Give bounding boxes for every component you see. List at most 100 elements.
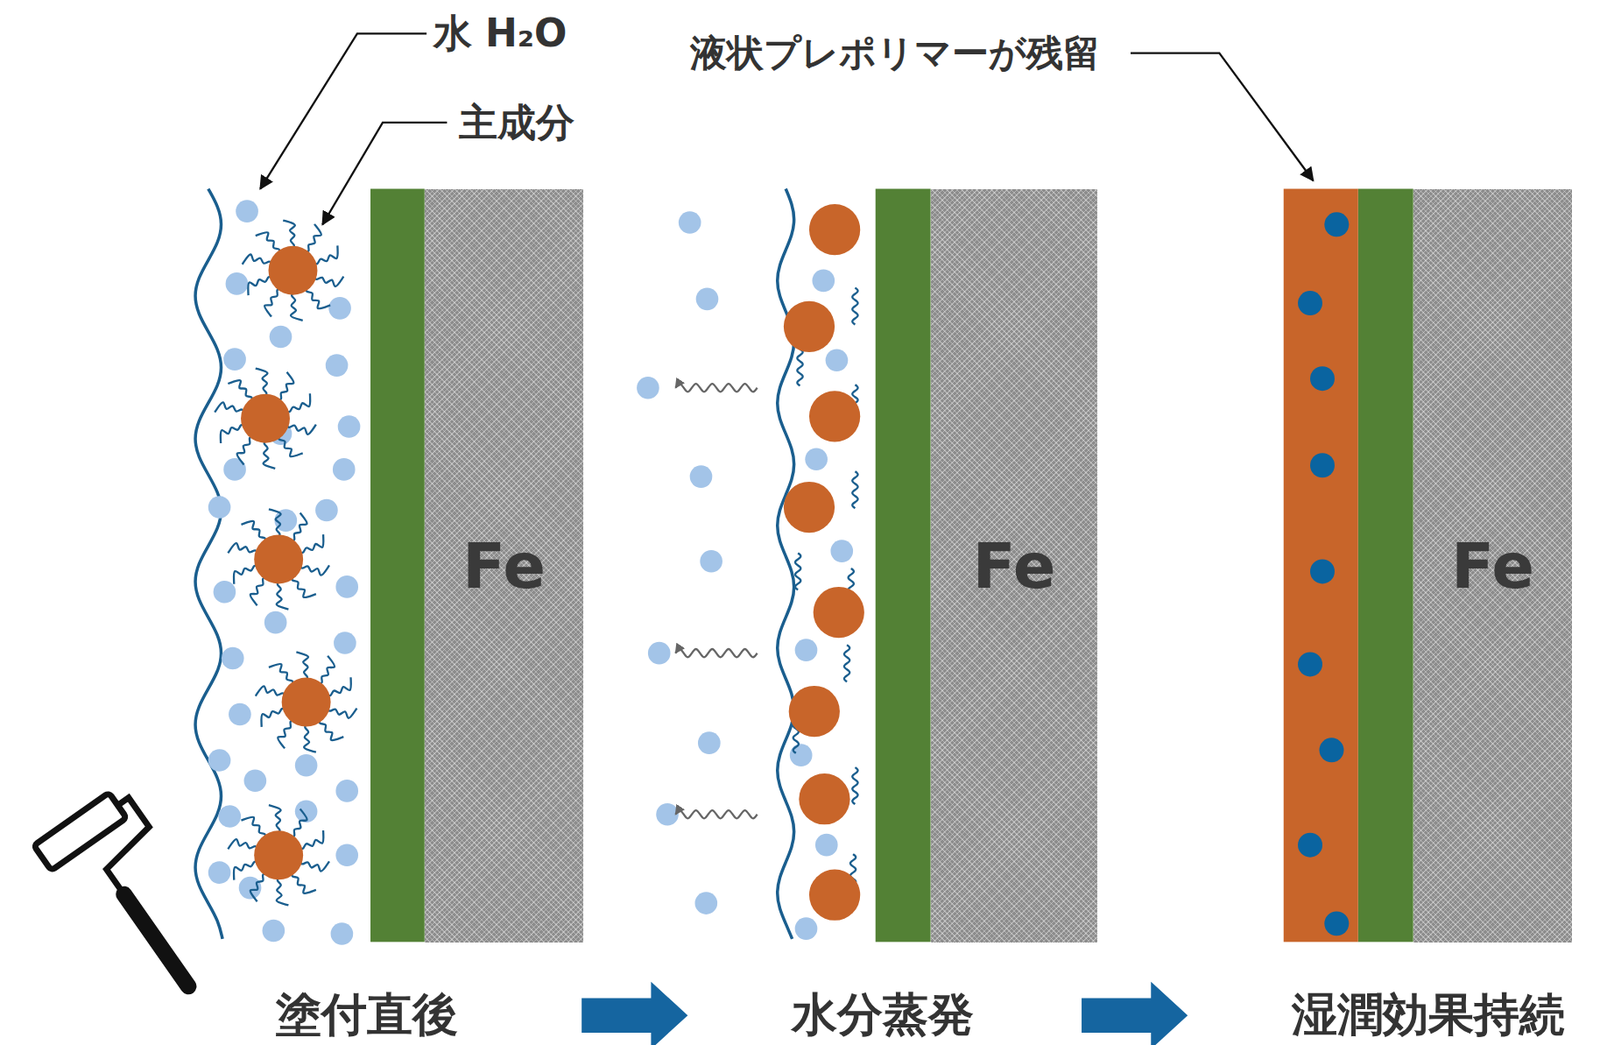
water-molecule bbox=[1297, 832, 1323, 858]
water-molecule bbox=[795, 638, 818, 662]
callout-label: 主成分 bbox=[458, 101, 575, 144]
water-molecule bbox=[223, 347, 247, 371]
water-molecule bbox=[208, 748, 232, 772]
polymer-chain bbox=[296, 651, 309, 682]
substrate-block: Fe bbox=[424, 189, 584, 943]
process-arrow bbox=[1081, 981, 1188, 1045]
primer-layer bbox=[1358, 189, 1414, 943]
main-component bbox=[281, 677, 332, 727]
polymer-chain bbox=[255, 368, 268, 399]
water-molecule bbox=[221, 647, 245, 670]
evaporation-arrow bbox=[675, 383, 757, 392]
primer-layer bbox=[370, 189, 425, 943]
water-molecule bbox=[690, 465, 713, 488]
metal-symbol: Fe bbox=[1451, 528, 1535, 603]
polymer-chain bbox=[285, 420, 317, 434]
polymer-chain bbox=[301, 224, 322, 253]
substrate-block: Fe bbox=[930, 189, 1098, 943]
polymer-chain bbox=[242, 253, 274, 268]
water-molecule bbox=[1324, 211, 1349, 237]
water-molecule bbox=[218, 804, 241, 828]
water-molecule bbox=[1319, 737, 1345, 762]
water-molecule bbox=[262, 919, 286, 943]
main-component bbox=[783, 481, 835, 533]
water-molecule bbox=[655, 803, 679, 826]
main-component bbox=[798, 773, 850, 825]
main-component bbox=[809, 869, 860, 921]
polymer-chain bbox=[326, 704, 358, 718]
polymer-chain bbox=[852, 471, 858, 508]
polymer-chain bbox=[263, 438, 276, 469]
evaporation-arrow bbox=[675, 810, 757, 818]
water-molecule bbox=[325, 353, 349, 377]
water-molecule bbox=[697, 731, 721, 755]
water-molecule bbox=[338, 415, 361, 438]
stage-label: 塗付直後 bbox=[275, 989, 459, 1040]
callout-label: 水 H₂O bbox=[433, 12, 568, 55]
polymer-chain bbox=[796, 348, 803, 386]
water-molecule bbox=[208, 495, 232, 519]
water-molecule bbox=[1310, 366, 1335, 391]
main-component bbox=[783, 301, 835, 353]
polymer-chain bbox=[255, 685, 287, 699]
polymer-chain bbox=[282, 220, 296, 251]
main-component bbox=[789, 685, 840, 737]
evaporation-arrow bbox=[675, 648, 757, 657]
water-molecule bbox=[699, 549, 723, 573]
stage-label: 水分蒸発 bbox=[791, 989, 974, 1040]
substrate-block: Fe bbox=[1413, 189, 1572, 943]
water-molecule bbox=[648, 641, 671, 665]
main-component bbox=[253, 534, 304, 584]
water-molecule bbox=[1310, 558, 1335, 584]
water-molecule bbox=[331, 922, 354, 945]
water-molecule bbox=[825, 348, 849, 372]
water-molecule bbox=[1297, 290, 1323, 316]
water-molecule bbox=[244, 768, 268, 792]
polymer-chain bbox=[227, 542, 259, 557]
polymer-chain bbox=[287, 808, 308, 837]
water-molecule bbox=[1310, 452, 1335, 478]
primer-layer bbox=[875, 189, 931, 943]
main-component bbox=[809, 390, 860, 442]
main-component bbox=[813, 586, 865, 638]
leader-line bbox=[260, 33, 427, 189]
polymer-chain bbox=[268, 508, 282, 539]
water-molecule bbox=[1324, 910, 1349, 936]
polymer-chain bbox=[852, 767, 858, 804]
water-molecule bbox=[678, 211, 702, 234]
polymer-chain bbox=[250, 873, 271, 902]
stage-label: 湿潤効果持続 bbox=[1291, 989, 1565, 1040]
water-molecule bbox=[789, 743, 813, 767]
water-molecule bbox=[208, 860, 232, 884]
water-molecule bbox=[696, 288, 719, 311]
water-molecule bbox=[335, 575, 359, 599]
water-molecule bbox=[332, 458, 356, 481]
polymer-chain bbox=[250, 577, 271, 606]
polymer-chain bbox=[844, 644, 850, 682]
polymer-chain bbox=[277, 719, 298, 748]
water-molecule bbox=[225, 272, 249, 296]
water-molecule bbox=[1297, 651, 1323, 677]
polymer-chain bbox=[303, 721, 317, 752]
film-surface bbox=[777, 189, 795, 939]
water-molecule bbox=[795, 916, 818, 940]
water-molecule bbox=[695, 891, 719, 915]
leader-line bbox=[1130, 53, 1314, 182]
polymer-chain bbox=[237, 437, 258, 466]
polymer-chain bbox=[314, 655, 335, 684]
water-molecule bbox=[269, 325, 293, 349]
callout-label: 液状プレポリマーが残留 bbox=[690, 33, 1100, 74]
water-molecule bbox=[315, 499, 339, 522]
polymer-chain bbox=[276, 578, 289, 609]
polymer-chain bbox=[313, 273, 345, 287]
polymer-chain bbox=[276, 874, 289, 905]
polymer-chain bbox=[274, 372, 295, 401]
water-molecule bbox=[335, 843, 359, 867]
water-molecule bbox=[295, 754, 318, 777]
main-component bbox=[268, 246, 318, 296]
water-molecule bbox=[636, 376, 660, 400]
polymer-chain bbox=[287, 513, 308, 542]
water-molecule bbox=[328, 296, 352, 320]
